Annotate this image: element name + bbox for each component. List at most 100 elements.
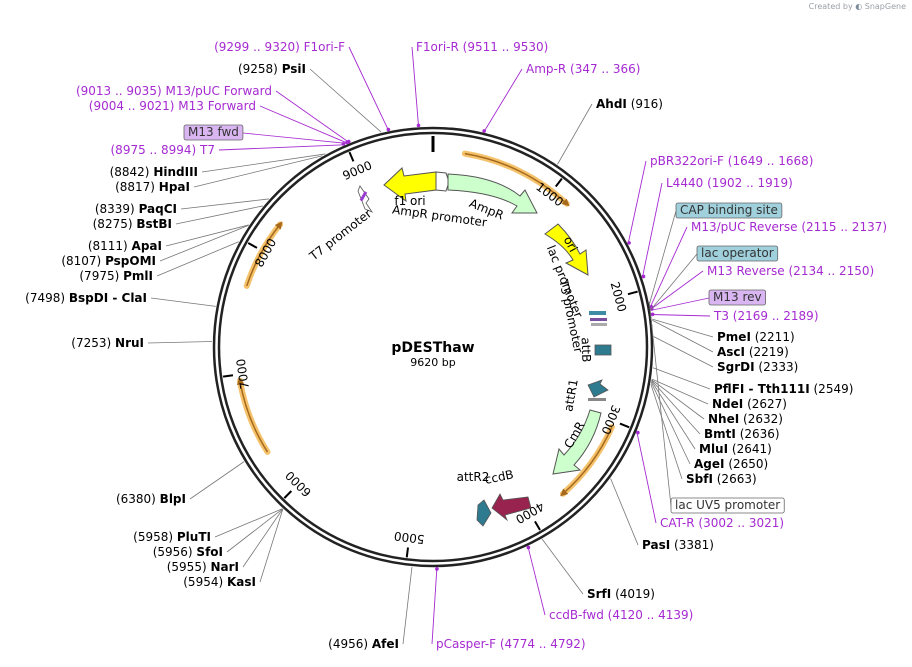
ccdb-arrow xyxy=(491,493,532,522)
feature-label-attb: attB xyxy=(579,337,594,362)
tick-mark xyxy=(247,242,258,249)
enzyme-blpi[interactable]: (6380) BlpI xyxy=(116,492,186,506)
primer-m13-fwd-long[interactable]: (9004 .. 9021) M13 Forward xyxy=(89,99,256,113)
primer-leader xyxy=(431,567,438,645)
attr1-site-mark xyxy=(588,398,606,401)
primer-m13puc-fwd[interactable]: (9013 .. 9035) M13/pUC Forward xyxy=(76,84,272,98)
enzyme-ahdi[interactable]: AhdI (916) xyxy=(596,97,663,111)
enzyme-sgrdi[interactable]: SgrDI (2333) xyxy=(717,360,798,374)
primer-leader xyxy=(527,546,546,616)
box-lac-operator[interactable]: lac operator xyxy=(696,245,779,262)
box-label-text: lac UV5 promoter xyxy=(675,498,780,512)
primer-l4440[interactable]: L4440 (1902 .. 1919) xyxy=(666,176,793,190)
primer-leader xyxy=(348,46,389,131)
enzyme-bspdi[interactable]: (7498) BspDI - ClaI xyxy=(25,291,147,305)
primer-site-mark xyxy=(435,567,439,571)
enzyme-sfoi[interactable]: (5956) SfoI xyxy=(153,545,223,559)
enzyme-kasi[interactable]: (5954) KasI xyxy=(183,575,256,589)
enzyme-srfi[interactable]: SrfI (4019) xyxy=(587,587,655,601)
tick-label: 7000 xyxy=(234,358,252,390)
orf-arc xyxy=(464,152,570,207)
box-label-text: M13 rev xyxy=(713,290,762,304)
box-lac-uv5-promoter[interactable]: lac UV5 promoter xyxy=(670,497,785,514)
primer-f1ori-r[interactable]: F1ori-R (9511 .. 9530) xyxy=(416,40,548,54)
primer-leader xyxy=(649,226,688,308)
primer-site-mark xyxy=(416,123,421,128)
t3-promoter-mark xyxy=(590,318,607,321)
enzyme-pmei[interactable]: PmeI (2211) xyxy=(717,330,795,344)
enzyme-apai[interactable]: (8111) ApaI xyxy=(88,239,162,253)
enzyme-leader xyxy=(175,205,263,225)
primer-site-mark xyxy=(526,545,531,550)
plasmid-name: pDESThaw xyxy=(391,340,474,356)
box-m13-fwd-box[interactable]: M13 fwd xyxy=(183,124,244,141)
primer-pcasper-f[interactable]: pCasper-F (4774 .. 4792) xyxy=(436,637,586,651)
enzyme-leader xyxy=(651,379,705,420)
tick-label: 5000 xyxy=(393,529,425,547)
enzyme-bstbi[interactable]: (8275) BstBI xyxy=(93,217,172,231)
enzyme-bmti[interactable]: BmtI (2636) xyxy=(704,427,780,441)
primer-leader xyxy=(259,105,348,144)
primer-leader xyxy=(218,144,344,151)
primer-t7[interactable]: (8975 .. 8994) T7 xyxy=(111,143,216,157)
enzyme-leader xyxy=(156,241,239,277)
ampr-promoter-arrow xyxy=(435,171,450,192)
m13-fwd-mark xyxy=(359,191,368,202)
primer-m13-reverse[interactable]: M13 Reverse (2134 .. 2150) xyxy=(707,264,874,278)
box-leader xyxy=(649,210,677,304)
box-m13-rev-box[interactable]: M13 rev xyxy=(708,289,766,306)
primer-m13puc-rev[interactable]: M13/pUC Reverse (2115 .. 2137) xyxy=(691,220,887,234)
primer-leader xyxy=(642,182,663,277)
enzyme-mlui[interactable]: MluI (2641) xyxy=(699,442,772,456)
primer-cat-r[interactable]: CAT-R (3002 .. 3021) xyxy=(660,516,784,530)
enzyme-hpai[interactable]: (8817) HpaI xyxy=(115,180,190,194)
attr1-arrow xyxy=(587,379,609,398)
enzyme-leader xyxy=(201,153,326,173)
f1-ori-arrow xyxy=(383,167,437,203)
enzyme-pmli[interactable]: (7975) PmlI xyxy=(79,269,153,283)
enzyme-psii[interactable]: (9258) PsiI xyxy=(238,62,306,76)
enzyme-sbfi[interactable]: SbfI (2663) xyxy=(686,472,757,486)
enzyme-nhei[interactable]: NheI (2632) xyxy=(708,412,783,426)
enzyme-leader xyxy=(159,225,249,262)
orf-arc xyxy=(246,221,283,287)
enzyme-pspomi[interactable]: (8107) PspOMI xyxy=(61,254,156,268)
feature-label-f1-ori: f1 ori xyxy=(394,194,425,208)
enzyme-asci[interactable]: AscI (2219) xyxy=(717,345,789,359)
primer-amp-r[interactable]: Amp-R (347 .. 366) xyxy=(526,62,640,76)
primer-ccdb-fwd[interactable]: ccdB-fwd (4120 .. 4139) xyxy=(549,608,693,622)
enzyme-leader xyxy=(650,382,691,465)
enzyme-leader xyxy=(147,341,213,344)
primer-f1ori-f[interactable]: (9299 .. 9320) F1ori-F xyxy=(214,40,345,54)
enzyme-leader xyxy=(242,508,284,568)
enzyme-afei[interactable]: (4956) AfeI xyxy=(328,637,399,651)
enzyme-pflfi[interactable]: PflFI - Tth111I (2549) xyxy=(714,382,853,396)
enzyme-paqci[interactable]: (8339) PaqCI xyxy=(95,202,177,216)
box-leader xyxy=(648,301,672,507)
box-cap-binding-site[interactable]: CAP binding site xyxy=(675,202,783,219)
tick-label: 1000 xyxy=(533,180,566,210)
primer-site-mark xyxy=(386,127,391,132)
enzyme-nari[interactable]: (5955) NarI xyxy=(167,560,239,574)
box-label-text: CAP binding site xyxy=(680,203,778,217)
enzyme-pluti[interactable]: (5958) PluTI xyxy=(133,530,211,544)
enzyme-leader xyxy=(652,319,714,353)
box-label-frame xyxy=(708,289,766,306)
enzyme-leader xyxy=(557,103,593,165)
enzyme-hindiii[interactable]: (8842) HindIII xyxy=(110,165,198,179)
enzyme-ndei[interactable]: NdeI (2627) xyxy=(712,397,787,411)
ori-arrow xyxy=(544,223,589,276)
primer-pbr322ori-f[interactable]: pBR322ori-F (1649 .. 1668) xyxy=(650,154,813,168)
enzyme-nrui[interactable]: (7253) NruI xyxy=(71,336,144,350)
t7-promoter-arrow xyxy=(357,185,374,213)
enzyme-pasi[interactable]: PasI (3381) xyxy=(642,538,714,552)
enzyme-leader xyxy=(402,566,413,645)
primer-t3[interactable]: T3 (2169 .. 2189) xyxy=(713,309,819,323)
enzyme-agei[interactable]: AgeI (2650) xyxy=(694,457,768,471)
primer-site-mark xyxy=(627,241,631,245)
primer-leader xyxy=(483,68,523,133)
primer-leader xyxy=(651,314,711,317)
primer-leader xyxy=(275,90,350,143)
enzyme-leader xyxy=(653,336,714,368)
